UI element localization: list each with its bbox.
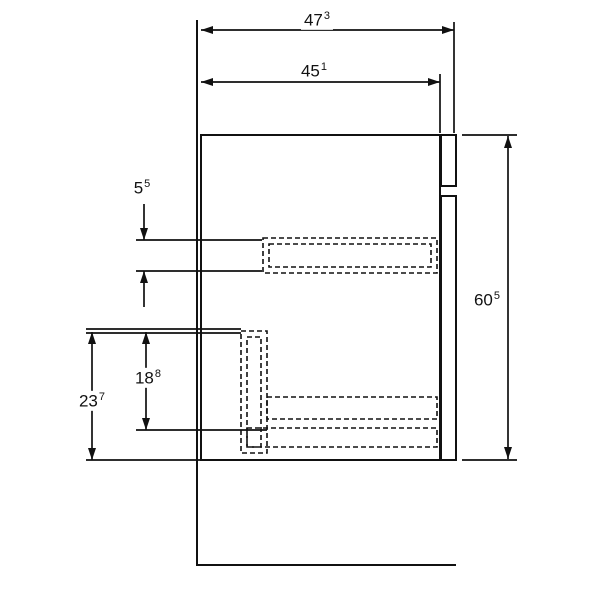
dim-sup: 7 [98,390,106,403]
arrow-left [201,26,213,34]
arrow-up [504,136,512,148]
arrow-left [201,78,213,86]
dim-value: 23 [78,391,98,411]
arrowheads [88,26,512,460]
dim-value: 47 [303,10,323,30]
dim-sup: 3 [323,9,331,22]
side-panel-upper [440,134,457,187]
bottom-drawer-rail [246,427,438,448]
cabinet-body [200,134,441,461]
top-drawer-inner [268,243,432,268]
wall-floor-outline [196,20,456,566]
dim-sup: 1 [320,60,328,73]
dim-value: 5 [133,178,144,198]
dim-sup: 5 [144,177,151,190]
dim-depth-total-label: 473 [300,9,334,31]
dim-depth-carcass-label: 451 [297,60,331,82]
arrow-down [88,448,96,460]
bottom-drawer-base [266,396,438,420]
dim-value: 45 [300,61,320,81]
dim-sup: 5 [493,289,501,302]
arrow-up [142,332,150,344]
arrow-down [504,447,512,459]
top-drawer-outer [262,237,438,274]
cabinet-outline [200,134,457,461]
dim-front-height-label: 237 [75,390,109,412]
bottom-drawer-front-outer [240,330,268,454]
arrow-up [140,271,148,283]
arrow-up [88,332,96,344]
bottom-drawer-dashed [240,330,438,454]
dim-height-label: 605 [470,289,504,311]
arrow-right [428,78,440,86]
dim-drawer-spacing-label: 188 [131,367,165,389]
top-drawer-dashed [262,237,438,274]
dim-top-gap-label: 55 [130,177,154,199]
dimension-lines [86,22,517,461]
arrow-right [442,26,454,34]
dim-value: 60 [473,290,493,310]
side-panel-lower [440,195,457,461]
dim-sup: 8 [154,367,162,380]
arrow-down [142,418,150,430]
dim-value: 18 [134,368,154,388]
arrow-down [140,228,148,240]
